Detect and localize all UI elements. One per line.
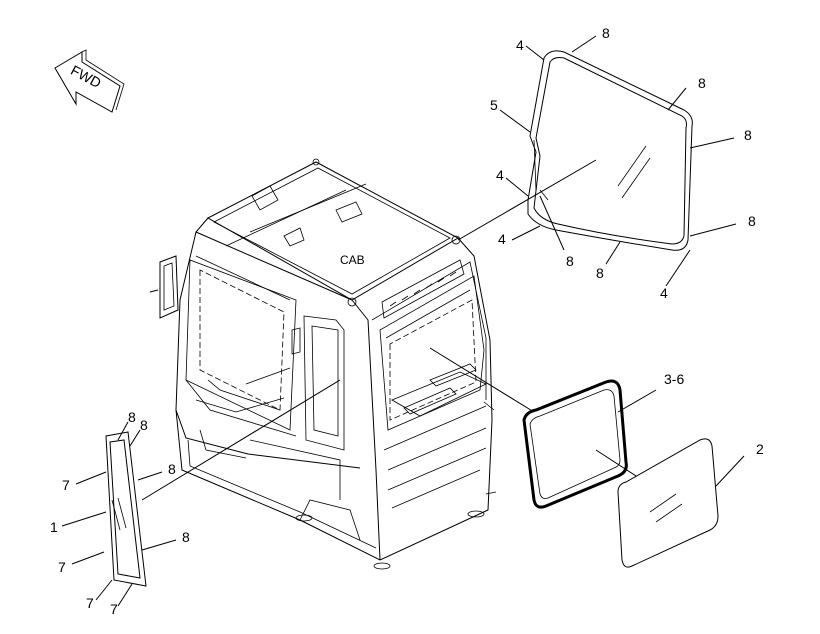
windshield-callouts: 8 4 8 5 8 4 8 4 8 8 4 [490, 25, 756, 301]
callout-label: 8 [744, 127, 752, 143]
rear-window-seal: 3-6 [429, 347, 684, 509]
rear-window-glass: 2 [595, 438, 764, 568]
forward-arrow-icon: FWD [54, 49, 125, 113]
cab-body: CAB [149, 158, 497, 570]
callout-label: 7 [58, 559, 66, 575]
side-window-glass [105, 431, 147, 587]
callout-label: 8 [566, 253, 574, 269]
callout-label: 8 [596, 265, 604, 281]
callout-label: 4 [496, 167, 504, 183]
callout-label: 4 [516, 37, 524, 53]
callout-label: 8 [168, 461, 176, 477]
callout-label: 8 [128, 409, 136, 425]
windshield-glass [527, 50, 693, 251]
callout-label: 7 [86, 595, 94, 611]
callout-label: 1 [50, 519, 58, 535]
callout-label: 8 [140, 417, 148, 433]
callout-label: 7 [62, 477, 70, 493]
callout-label: 3-6 [664, 371, 684, 387]
fwd-label: FWD [68, 62, 104, 91]
callout-label: 2 [756, 441, 764, 457]
callout-label: 4 [660, 285, 668, 301]
callout-label: 5 [490, 97, 498, 113]
callout-label: 8 [748, 213, 756, 229]
callout-label: 7 [110, 601, 118, 617]
callout-label: 8 [182, 529, 190, 545]
side-glass-leaders [61, 379, 341, 607]
side-glass-callouts: 8 8 8 7 1 8 7 7 7 [50, 409, 190, 617]
callout-label: 4 [498, 231, 506, 247]
callout-label: 8 [602, 25, 610, 41]
windshield-leaders [457, 35, 737, 287]
callout-label: 8 [698, 75, 706, 91]
cab-label: CAB [340, 253, 365, 267]
